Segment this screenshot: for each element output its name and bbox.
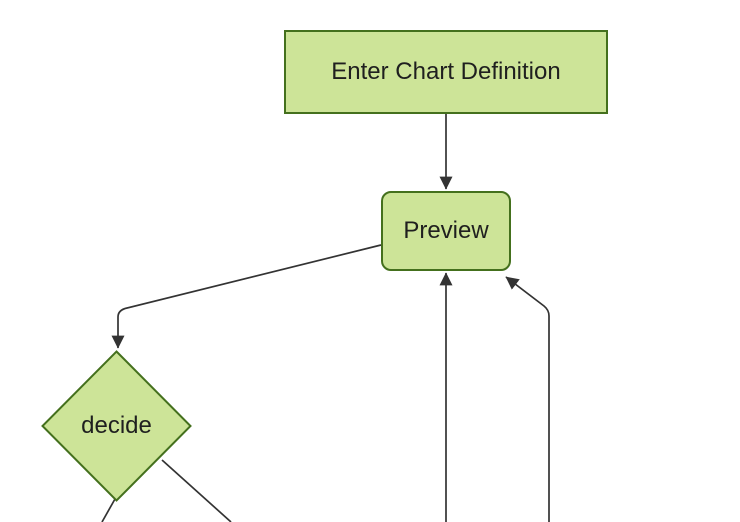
node-enter-chart-definition: Enter Chart Definition [284,30,608,114]
edge-preview-to-decide [111,244,382,349]
node-decide: decide [41,350,192,502]
diamond-shape [41,350,192,502]
edge-bottom-right-to-preview [505,276,550,522]
edge-decide-to-bottom-left [101,498,116,522]
node-label: decide [81,412,152,439]
node-preview: Preview [381,191,511,271]
node-label: Preview [403,217,489,244]
edge-decide-to-bottom-right [161,459,232,522]
node-label: Enter Chart Definition [331,58,561,85]
